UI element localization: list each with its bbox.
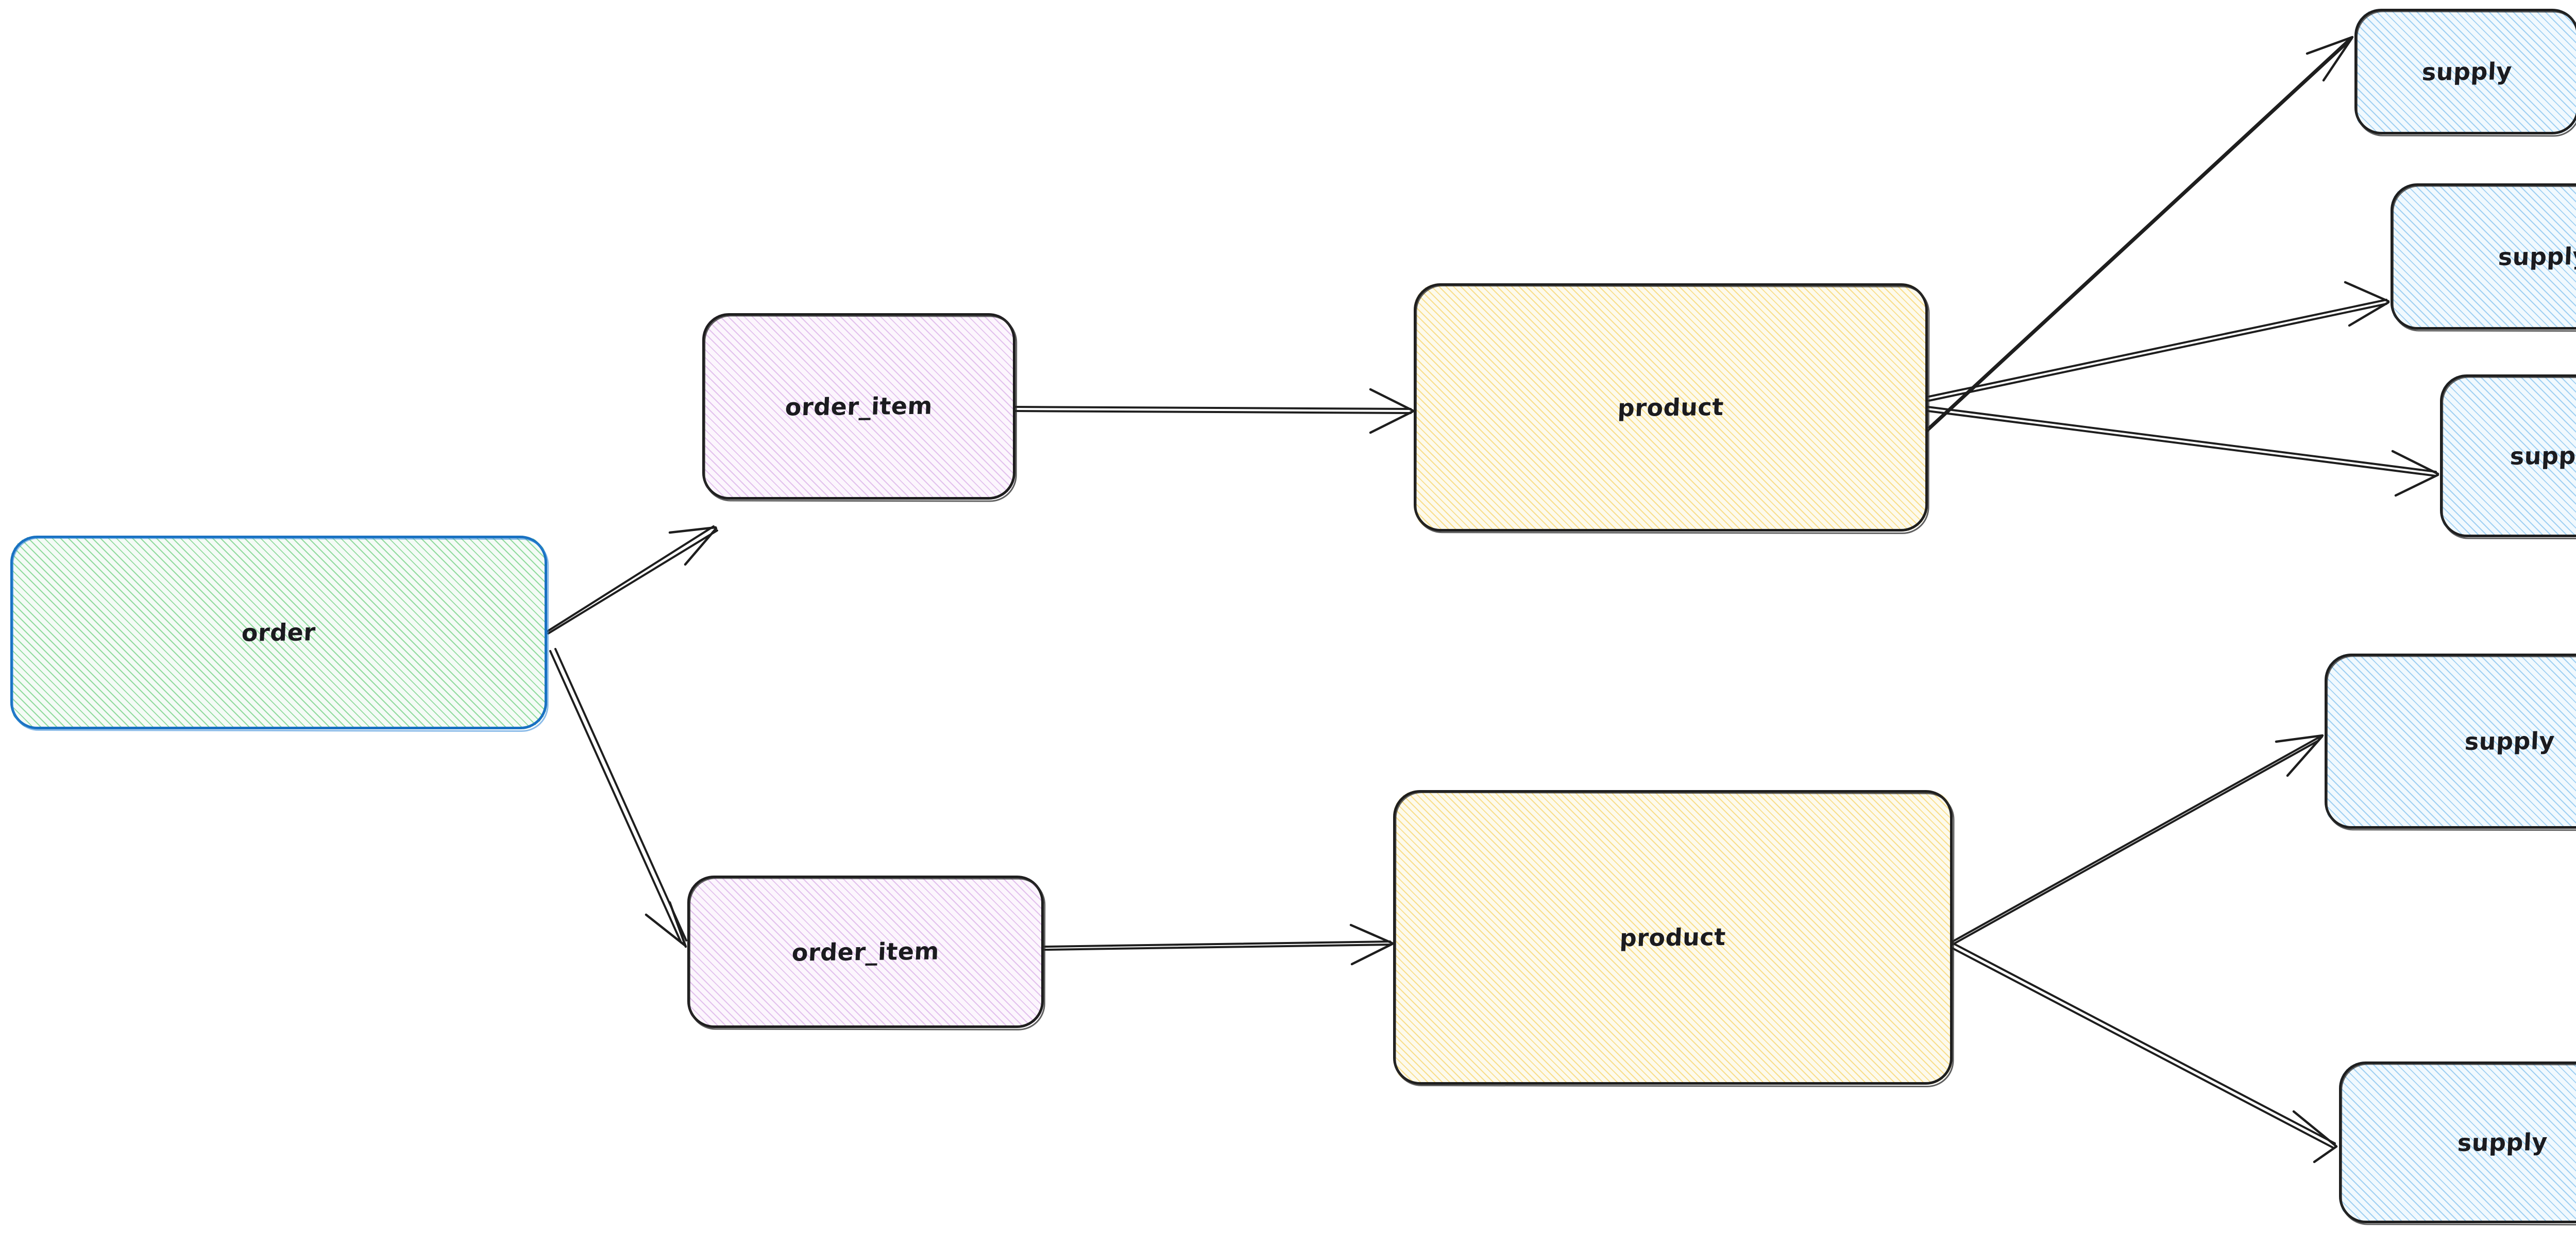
node-label: product: [1619, 922, 1727, 952]
node-label: order_item: [791, 937, 940, 967]
node-fill-hatch: [2391, 183, 2576, 330]
node-label: supply: [2497, 242, 2576, 271]
edge-product-2-to-supply-5: [1946, 940, 2338, 1163]
edge-product-1-to-supply-2: [1928, 281, 2390, 402]
node-product-1[interactable]: product: [1414, 283, 1930, 535]
node-fill-hatch: [2440, 374, 2576, 537]
edge-order-item-1-to-product-1: [1015, 388, 1414, 434]
node-fill-hatch: [2339, 1061, 2576, 1223]
node-label: supply: [2509, 441, 2576, 470]
edge-order-to-order-item-2: [549, 648, 687, 948]
node-supply-4[interactable]: supply: [2325, 654, 2576, 831]
edge-product-1-to-supply-1: [1926, 36, 2354, 433]
node-fill-hatch: [10, 536, 547, 729]
edge-order-item-2-to-product-2: [1044, 923, 1394, 966]
node-supply-1[interactable]: supply: [2354, 9, 2576, 137]
node-order[interactable]: order: [10, 536, 549, 732]
node-fill-hatch: [702, 313, 1015, 500]
node-label: product: [1617, 392, 1725, 422]
node-supply-2[interactable]: supply: [2391, 183, 2576, 332]
node-supply-5[interactable]: supply: [2339, 1061, 2576, 1226]
edge-product-1-to-supply-3: [1927, 406, 2439, 497]
node-order-item-2[interactable]: order_item: [687, 876, 1046, 1031]
node-product-2[interactable]: product: [1393, 790, 1955, 1088]
node-fill-hatch: [2354, 9, 2576, 134]
node-label: supply: [2456, 1128, 2548, 1157]
node-order-item-1[interactable]: order_item: [702, 313, 1018, 502]
node-fill-hatch: [1414, 283, 1928, 532]
node-label: supply: [2421, 57, 2513, 86]
node-fill-hatch: [1393, 790, 1953, 1085]
node-label: supply: [2464, 727, 2555, 756]
node-supply-3[interactable]: supply: [2440, 374, 2576, 540]
edge-order-to-order-item-1: [546, 525, 718, 635]
node-label: order_item: [784, 391, 934, 421]
node-fill-hatch: [2325, 654, 2576, 829]
node-label: order: [241, 618, 316, 647]
edge-product-2-to-supply-4: [1950, 734, 2324, 947]
node-fill-hatch: [687, 876, 1044, 1028]
